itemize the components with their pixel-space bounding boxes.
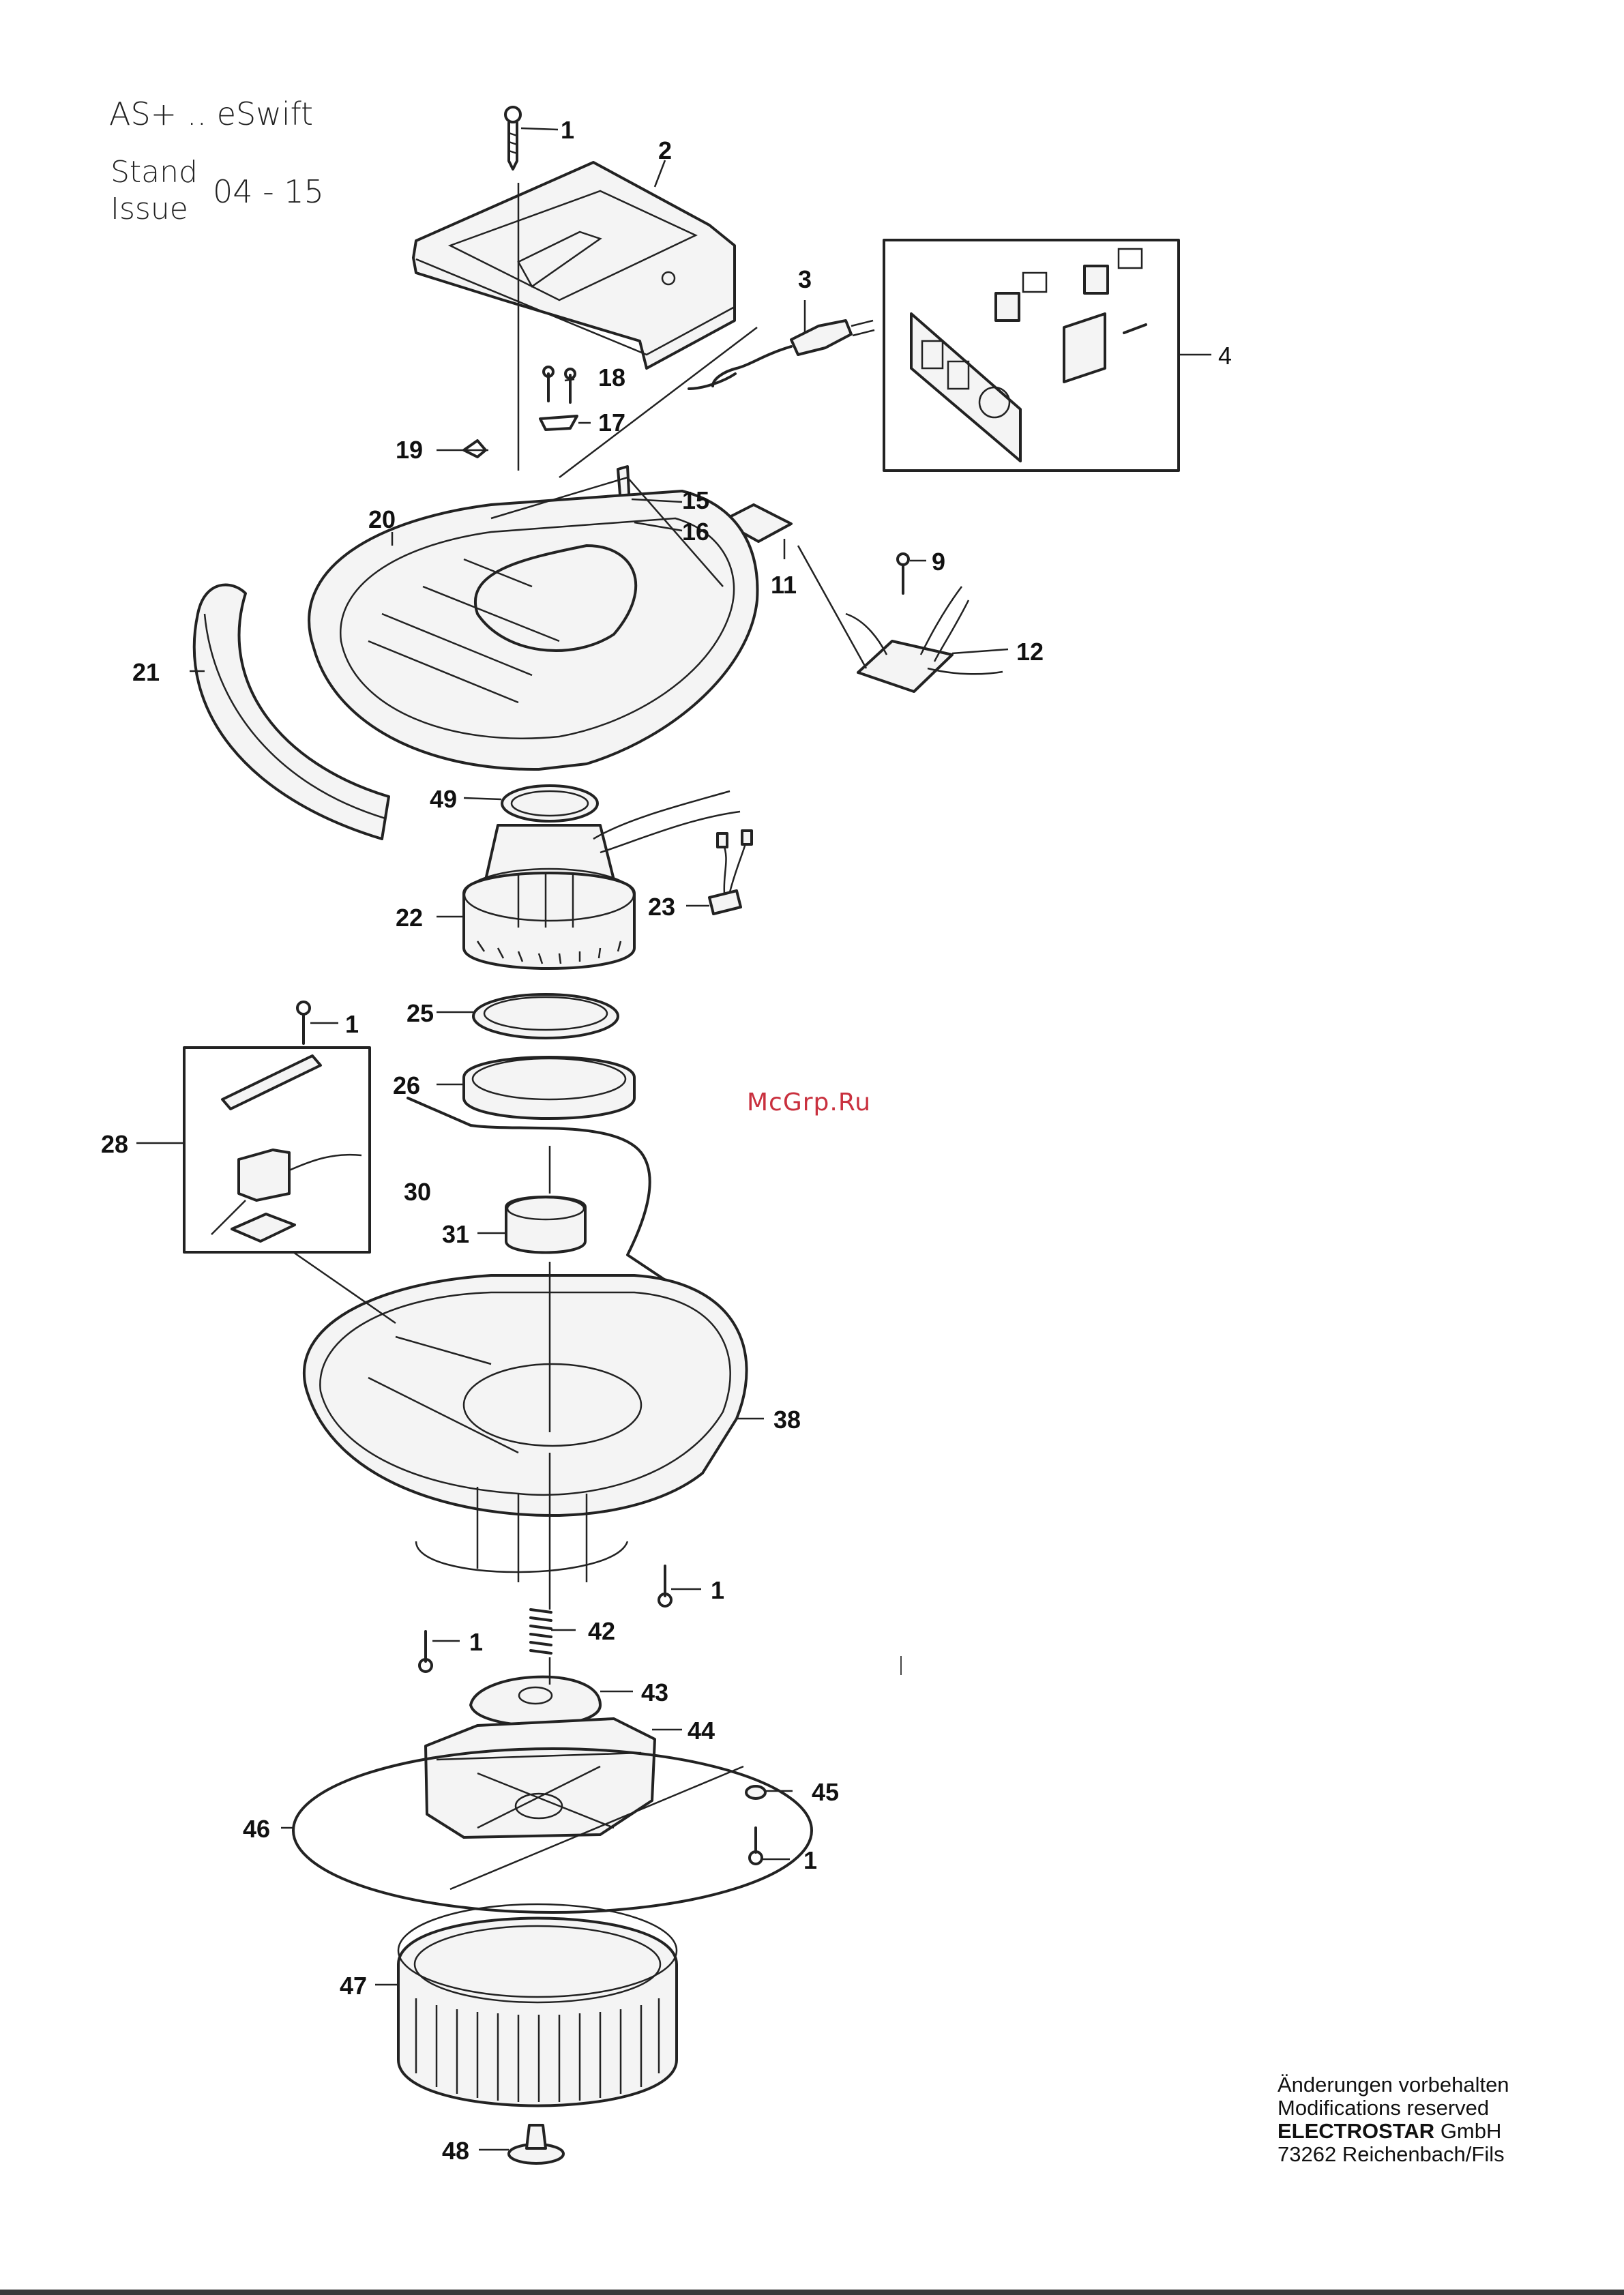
callout-18: 18 — [598, 364, 625, 391]
filter-part-47 — [398, 1904, 677, 2106]
cover-part-2 — [413, 162, 735, 368]
switch-panel-part-4 — [884, 240, 1179, 471]
ring-part-25 — [473, 994, 618, 1038]
company-suffix: GmbH — [1434, 2119, 1501, 2143]
screw-part-1-left — [297, 1002, 310, 1043]
callout-17: 17 — [598, 409, 625, 436]
callout-20: 20 — [368, 505, 396, 533]
sensor-kit-part-28 — [184, 1048, 370, 1252]
screw-part-1-top — [505, 107, 520, 169]
callout-42: 42 — [588, 1617, 615, 1645]
callout-1-left: 1 — [345, 1010, 359, 1038]
callout-45: 45 — [812, 1778, 839, 1806]
callout-9: 9 — [932, 548, 945, 576]
watermark: McGrp.Ru — [747, 1089, 871, 1116]
clamp-part-17 — [540, 416, 577, 430]
screw-part-9 — [898, 554, 909, 593]
company-name: ELECTROSTAR — [1278, 2119, 1434, 2143]
brushes-part-23 — [709, 831, 752, 914]
washer-part-45 — [746, 1786, 765, 1798]
callout-16: 16 — [682, 518, 709, 546]
callout-2: 2 — [658, 136, 672, 164]
callout-28: 28 — [101, 1130, 128, 1158]
callout-47: 47 — [340, 1972, 367, 2000]
callout-23: 23 — [648, 893, 675, 921]
callout-25: 25 — [407, 999, 434, 1027]
footer-address: 73262 Reichenbach/Fils — [1278, 2143, 1509, 2166]
disc-part-43 — [471, 1677, 600, 1726]
callout-1-bottom: 1 — [803, 1846, 817, 1874]
callout-21: 21 — [132, 658, 160, 686]
callout-43: 43 — [641, 1678, 668, 1706]
sleeve-part-31 — [506, 1197, 585, 1253]
callout-38: 38 — [773, 1406, 801, 1434]
callout-1-top: 1 — [561, 116, 574, 144]
ring-part-26 — [464, 1057, 634, 1119]
screw-part-1-lower-left — [419, 1631, 432, 1672]
callout-49: 49 — [430, 785, 457, 813]
callout-12: 12 — [1016, 638, 1044, 666]
callout-1-lower-left: 1 — [469, 1628, 483, 1656]
callout-44: 44 — [688, 1717, 715, 1745]
callout-31: 31 — [442, 1220, 469, 1248]
knob-part-48 — [509, 2125, 563, 2163]
callout-11: 11 — [771, 571, 797, 599]
footer-company: ELECTROSTAR GmbH — [1278, 2120, 1509, 2143]
divider-tick — [900, 1656, 902, 1675]
callout-48: 48 — [442, 2137, 469, 2165]
spring-part-42 — [531, 1610, 551, 1653]
ring-part-49 — [502, 786, 597, 821]
screws-part-18 — [544, 367, 575, 402]
screw-part-1-right — [659, 1566, 671, 1606]
clip-part-19 — [464, 441, 486, 457]
callout-19: 19 — [396, 436, 423, 464]
callout-15: 15 — [682, 486, 709, 514]
callout-22: 22 — [396, 904, 423, 932]
motor-part-22 — [464, 825, 634, 968]
footer-line-2: Modifications reserved — [1278, 2097, 1509, 2120]
callout-30: 30 — [404, 1178, 431, 1206]
bottom-scan-edge — [0, 2290, 1624, 2295]
callout-4: 4 — [1218, 342, 1232, 370]
callout-3: 3 — [798, 265, 812, 293]
footer-line-1: Änderungen vorbehalten — [1278, 2073, 1509, 2097]
callout-1-right: 1 — [711, 1576, 724, 1604]
housing-part-38 — [304, 1275, 747, 1582]
screw-part-1-bottom — [750, 1828, 762, 1864]
callout-46: 46 — [243, 1815, 270, 1843]
callout-26: 26 — [393, 1071, 420, 1099]
filter-cap-part-44 — [426, 1719, 655, 1837]
footer-imprint: Änderungen vorbehalten Modifications res… — [1278, 2073, 1509, 2166]
circuit-board-part-12 — [846, 587, 1003, 692]
